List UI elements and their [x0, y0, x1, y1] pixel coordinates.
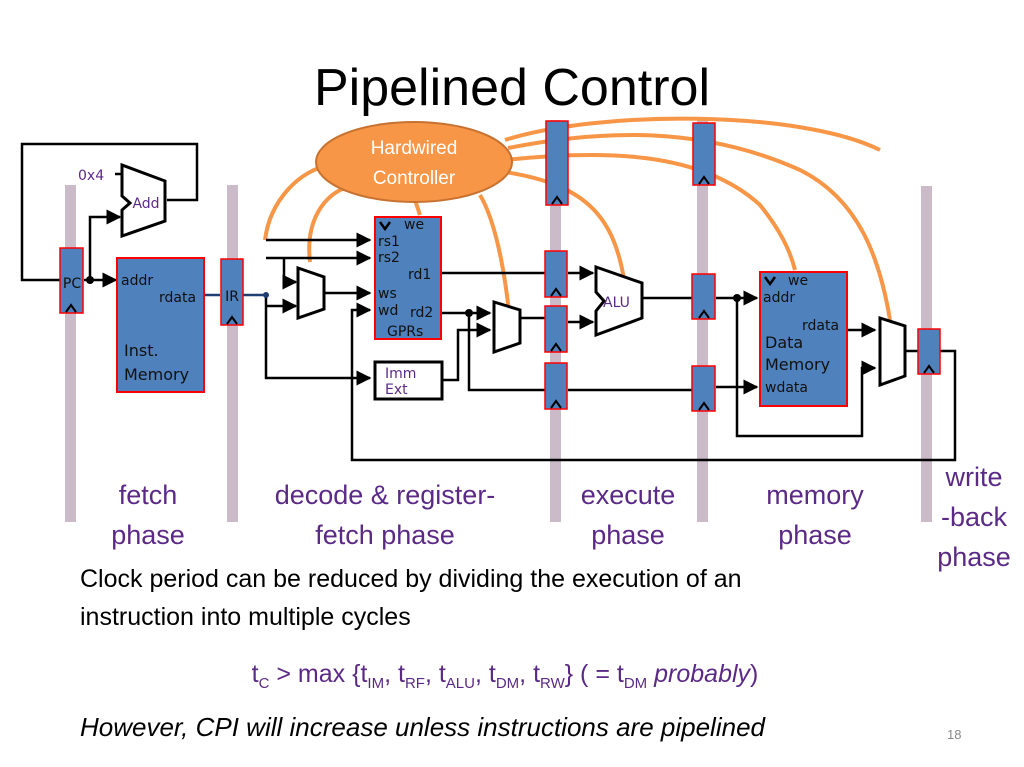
adder-constant: 0x4 [78, 168, 104, 184]
dmem-wdata: wdata [765, 380, 808, 396]
dmem-name-1: Data [765, 333, 803, 352]
imem-addr: addr [121, 273, 153, 289]
phase-execute-line1: execute [580, 480, 676, 510]
gpr-file: we rs1 rs2 rd1 ws wd rd2 GPRs [374, 216, 442, 340]
imm-ext-line2: Ext [385, 382, 408, 398]
phase-decode: decode & register- fetch phase [250, 475, 520, 555]
page-number: 18 [947, 727, 962, 742]
phase-writeback-line2: -back [940, 502, 1008, 532]
gpr-rs1: rs1 [378, 234, 400, 250]
clock-text-line2: instruction into multiple cycles [80, 603, 411, 631]
alu-label: ALU [603, 295, 630, 311]
ex-stage-registers [544, 120, 569, 410]
phase-execute: execute phase [568, 475, 688, 555]
dmem-rdata: rdata [802, 318, 839, 334]
gpr-ws: ws [378, 286, 397, 302]
ws-mux [296, 265, 326, 321]
imm-ext-line1: Imm [385, 366, 416, 382]
gpr-wd: wd [378, 303, 398, 319]
controller-label-2: Controller [373, 168, 456, 189]
phase-fetch: fetch phase [88, 475, 208, 555]
phase-writeback-line1: write [945, 462, 1003, 492]
dmem-we: we [788, 273, 808, 289]
phase-fetch-line1: fetch [118, 480, 178, 510]
ir-label: IR [225, 289, 239, 305]
phase-decode-line1: decode & register- [274, 480, 496, 510]
phase-writeback: write -back phase [928, 457, 1020, 577]
pc-register: PC [59, 247, 84, 314]
wb-mux [878, 315, 907, 388]
pc-adder: Add 0x4 [78, 162, 167, 239]
wire-junctions [86, 276, 741, 317]
gpr-rd2: rd2 [410, 305, 433, 321]
clock-text: Clock period can be reduced by dividing … [80, 560, 742, 636]
wb-register [917, 328, 941, 375]
imm-ext: Imm Ext [373, 360, 444, 401]
dmem-addr: addr [763, 290, 795, 306]
alu: ALU [594, 264, 644, 338]
adder-label: Add [132, 196, 159, 212]
stage-bar-ir [227, 185, 238, 522]
slide-title: Pipelined Control [313, 59, 711, 117]
imem-name-1: Inst. [124, 341, 159, 360]
hardwired-controller: Hardwired Controller [315, 121, 513, 203]
clock-text-line1: Clock period can be reduced by dividing … [80, 565, 742, 593]
gpr-name: GPRs [387, 324, 423, 340]
imem-rdata: rdata [159, 290, 196, 306]
timing-formula: tC > max {tIM, tRF, tALU, tDM, tRW} ( = … [251, 660, 759, 692]
instruction-memory: addr rdata Inst. Memory [116, 257, 205, 393]
phase-decode-line2: fetch phase [315, 520, 455, 550]
controller-label-1: Hardwired [371, 138, 458, 159]
ir-register: IR [220, 258, 244, 326]
pc-label: PC [63, 276, 81, 292]
dmem-name-2: Memory [765, 355, 830, 374]
imem-name-2: Memory [124, 365, 189, 384]
data-memory: we addr rdata Data Memory wdata [759, 271, 848, 407]
phase-writeback-line3: phase [937, 542, 1011, 572]
phase-memory-line2: phase [778, 520, 852, 550]
mem-stage-registers [691, 122, 716, 412]
datapath-wires [20, 142, 957, 462]
alu-src-mux [492, 299, 522, 355]
gpr-rd1: rd1 [408, 267, 431, 283]
gpr-rs2: rs2 [378, 250, 400, 266]
cpi-note: However, CPI will increase unless instru… [80, 712, 765, 742]
phase-execute-line2: phase [591, 520, 665, 550]
stage-bar-pc [65, 185, 76, 522]
phase-memory: memory phase [750, 475, 880, 555]
gpr-we: we [404, 217, 424, 233]
phase-fetch-line2: phase [111, 520, 185, 550]
stage-bar-mem [697, 120, 708, 522]
phase-memory-line1: memory [766, 480, 864, 510]
